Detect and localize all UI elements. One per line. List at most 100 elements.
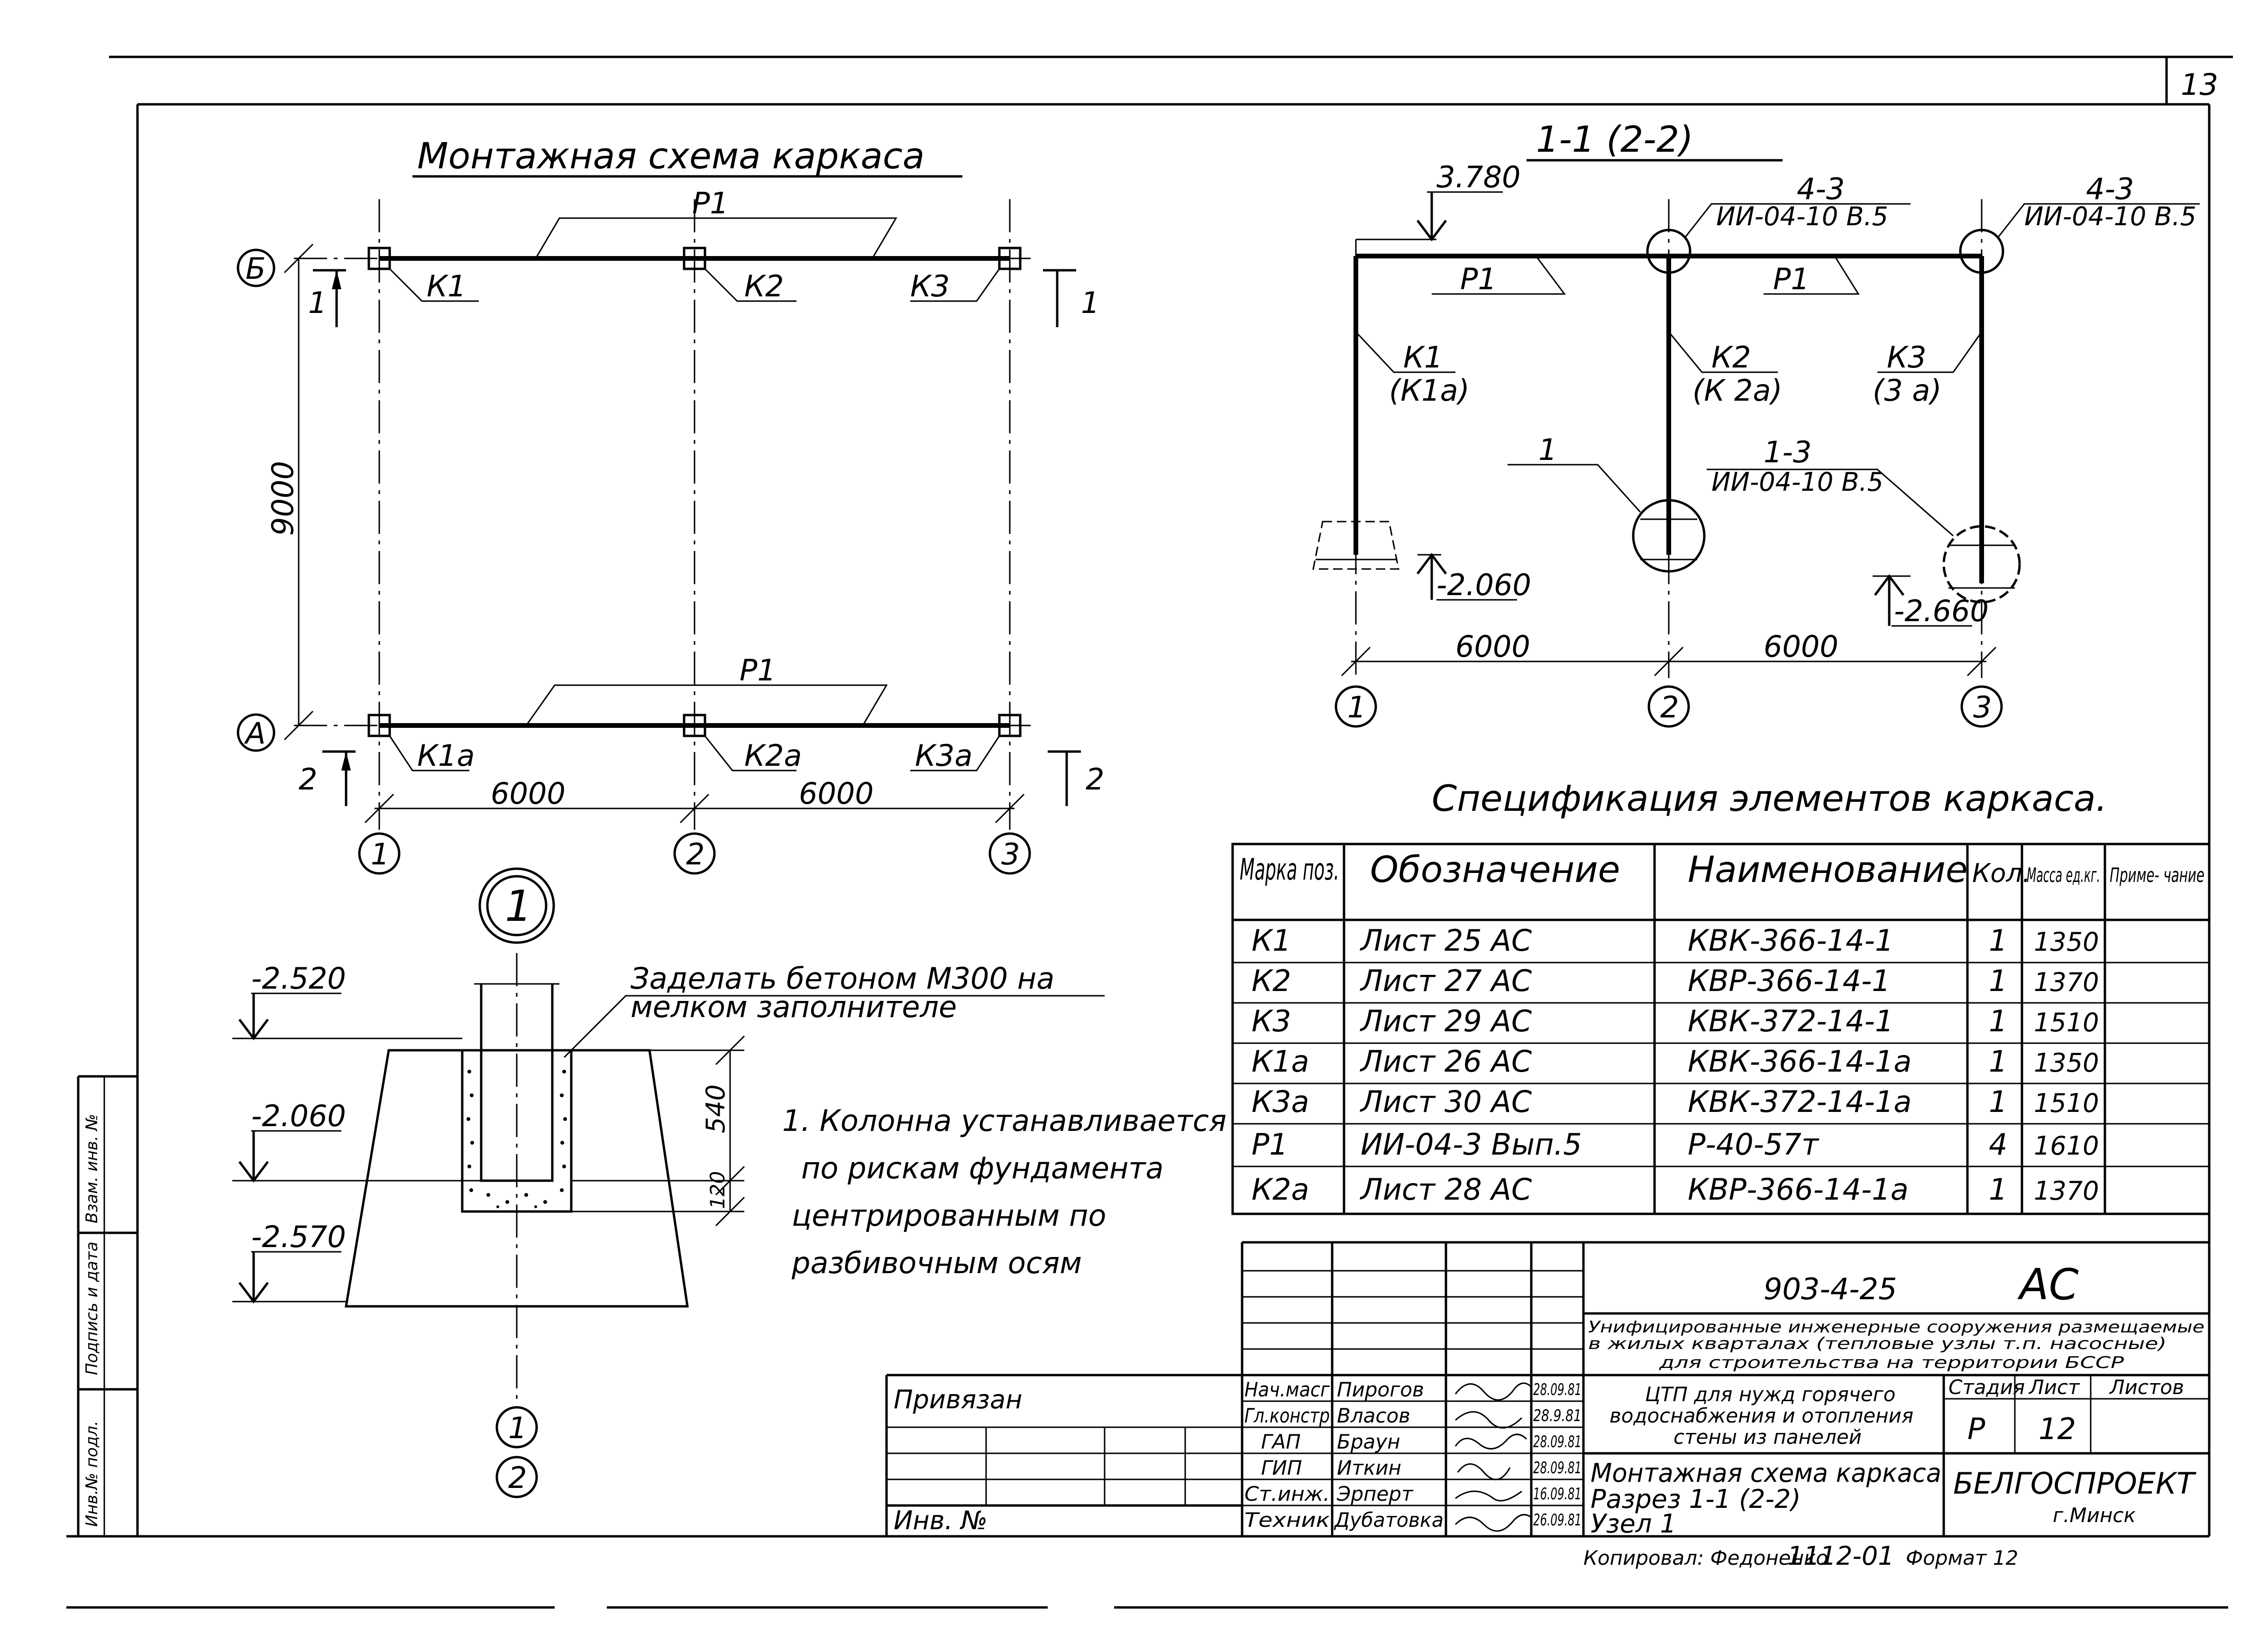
spec-cell-qty: 1 [1989,1004,2007,1038]
stamp-date: 26.09.81 [1533,1511,1582,1530]
section-node-ref-left: ИИ-04-10 В.5 [1716,202,1888,231]
stamp-date: 28.09.81 [1533,1432,1582,1451]
plan-beam-bottom: Р1 [740,653,776,688]
section-col-k2a: (К 2а) [1692,373,1783,408]
section-elev-top: 3.780 [1436,160,1521,194]
stamp-desc-3: для строительства на территории БССР [1659,1353,2124,1372]
plan-beam-top: Р1 [692,186,729,220]
stamp-role: ГИП [1261,1456,1302,1479]
section-beam-p1-left: Р1 [1460,262,1497,296]
section-beam-p1-right: Р1 [1773,262,1810,296]
spec-cell-name: КВР-366-14-1а [1688,1172,1909,1207]
stamp-mark: АС [2017,1260,2079,1310]
stamp-name: Иткин [1337,1456,1401,1479]
sheet-frame [66,55,2233,1609]
plan-axis-3: 3 [1001,837,1020,872]
spec-row: К3 Лист 29 АС КВК-372-14-1 1 1510 [1252,1004,2099,1038]
spec-cell-designation: Лист 27 АС [1360,964,1532,998]
note-line-2: по рискам фундамента [801,1151,1164,1185]
spec-cell-mark: К1а [1252,1044,1309,1079]
plan-dim-span-2: 6000 [799,776,874,811]
spec-header-name: Наименование [1688,848,1968,890]
stamp-name: Дубатовка [1334,1508,1444,1532]
stamp-name: Власов [1337,1404,1410,1427]
spec-row: К1а Лист 26 АС КВК-366-14-1а 1 1350 [1252,1044,2099,1079]
spec-row: К2а Лист 28 АС КВР-366-14-1а 1 1370 [1252,1172,2099,1207]
spec-cell-mark: К2а [1252,1172,1309,1207]
plan-col-k2: К2 [744,269,784,303]
section-axis-3: 3 [1973,690,1992,725]
stamp-date: 28.09.81 [1533,1459,1582,1478]
plan-dim-height: 9000 [265,461,300,536]
signature-marks [1454,1382,1532,1532]
section-col-k1: К1 [1403,340,1443,375]
plan-axis-2: 2 [686,837,704,872]
title-block: Привязан Инв. № Нач.масг Гл.констр ГАП Г… [885,1241,2209,1571]
side-label-sign: Подпись и дата [82,1241,101,1375]
stamp-date: 16.09.81 [1533,1485,1582,1504]
stamp-object-2: водоснабжения и отопления [1610,1404,1913,1427]
spec-cell-qty: 4 [1989,1127,2007,1162]
stamp-format: Формат 12 [1906,1546,2018,1569]
spec-row: К3а Лист 30 АС КВК-372-14-1а 1 1510 [1252,1084,2099,1119]
section-dim-span-2: 6000 [1764,629,1838,664]
section-node-13-ref: ИИ-04-10 В.5 [1711,467,1884,497]
section-col-k1a: (К1а) [1389,373,1470,408]
spec-cell-mass: 1350 [2034,927,2099,957]
detail-dim-540: 540 [701,1084,731,1133]
stamp-privyazan: Привязан [894,1385,1022,1414]
spec-cell-mass: 1370 [2034,1176,2099,1206]
detail-note-1: Заделать бетоном М300 на [631,961,1054,996]
stamp-drawing-1: Монтажная схема каркаса [1591,1458,1941,1488]
spec-cell-mark: К3 [1252,1004,1291,1038]
stamp-stage-header: Стадия [1948,1376,2025,1399]
binding-strip: Инв.№ подл. Подпись и дата Взам. инв. № [77,1075,137,1536]
spec-row: Р1 ИИ-04-3 Вып.5 Р-40-57т 4 1610 [1252,1127,2099,1162]
spec-cell-qty: 1 [1989,923,2007,958]
page-number: 13 [2181,67,2218,102]
section-title: 1-1 (2-2) [1536,118,1693,160]
spec-title: Спецификация элементов каркаса. [1432,777,2107,819]
plan-cut2-left: 2 [299,762,317,797]
stamp-code: 903-4-25 [1764,1272,1897,1306]
spec-row: К1 Лист 25 АС КВК-366-14-1 1 1350 [1252,923,2099,958]
spec-header-mark: Марка поз. [1240,852,1339,887]
spec-cell-name: КВК-366-14-1 [1688,923,1893,958]
spec-cell-name: КВК-372-14-1 [1688,1004,1893,1038]
detail-note-2: мелком заполнителе [631,990,957,1024]
section-axis-1: 1 [1347,690,1366,725]
stamp-role: ГАП [1261,1430,1301,1453]
spec-cell-mark: Р1 [1252,1127,1288,1162]
stamp-desc-1: Унифицированные инженерные сооружения ра… [1588,1318,2204,1337]
spec-cell-qty: 1 [1989,1044,2007,1079]
note-line-4: разбивочным осям [791,1246,1082,1280]
section-node-43-right: 4-3 [2086,172,2134,206]
plan-dim-span-1: 6000 [491,776,566,811]
spec-cell-designation: Лист 26 АС [1360,1044,1532,1079]
spec-row: К2 Лист 27 АС КВР-366-14-1 1 1370 [1252,964,2099,998]
spec-cell-mass: 1510 [2034,1088,2099,1118]
stamp-date: 28.09.81 [1533,1380,1582,1399]
detail-axis-1: 1 [508,1411,527,1445]
plan-axis-a: А [244,716,265,751]
stamp-name: Эрперт [1336,1482,1414,1505]
section-elev-left: -2.060 [1436,568,1531,602]
side-label-replace: Взам. инв. № [82,1114,101,1223]
side-label-inv: Инв.№ подл. [82,1421,101,1527]
plan-cut1-left: 1 [308,285,327,320]
detail-elev-3: -2.570 [251,1220,346,1254]
spec-cell-mass: 1610 [2034,1131,2099,1161]
plan-col-k2a: К2а [744,738,802,773]
stamp-object-3: стены из панелей [1674,1425,1862,1449]
stamp-object-1: ЦТП для нужд горячего [1645,1383,1895,1406]
section-node-43-left: 4-3 [1797,172,1845,206]
spec-cell-name: КВК-372-14-1а [1688,1084,1911,1119]
spec-cell-designation: Лист 29 АС [1360,1004,1532,1038]
detail-elev-1: -2.520 [251,961,346,996]
plan-col-k1a: К1а [417,738,475,773]
section-node-1: 1 [1538,432,1557,467]
plan-col-k3: К3 [910,269,950,303]
plan-col-k1: К1 [427,269,466,303]
grout-fill [466,1070,567,1208]
stamp-org: БЕЛГОСПРОЕКТ [1953,1466,2196,1501]
